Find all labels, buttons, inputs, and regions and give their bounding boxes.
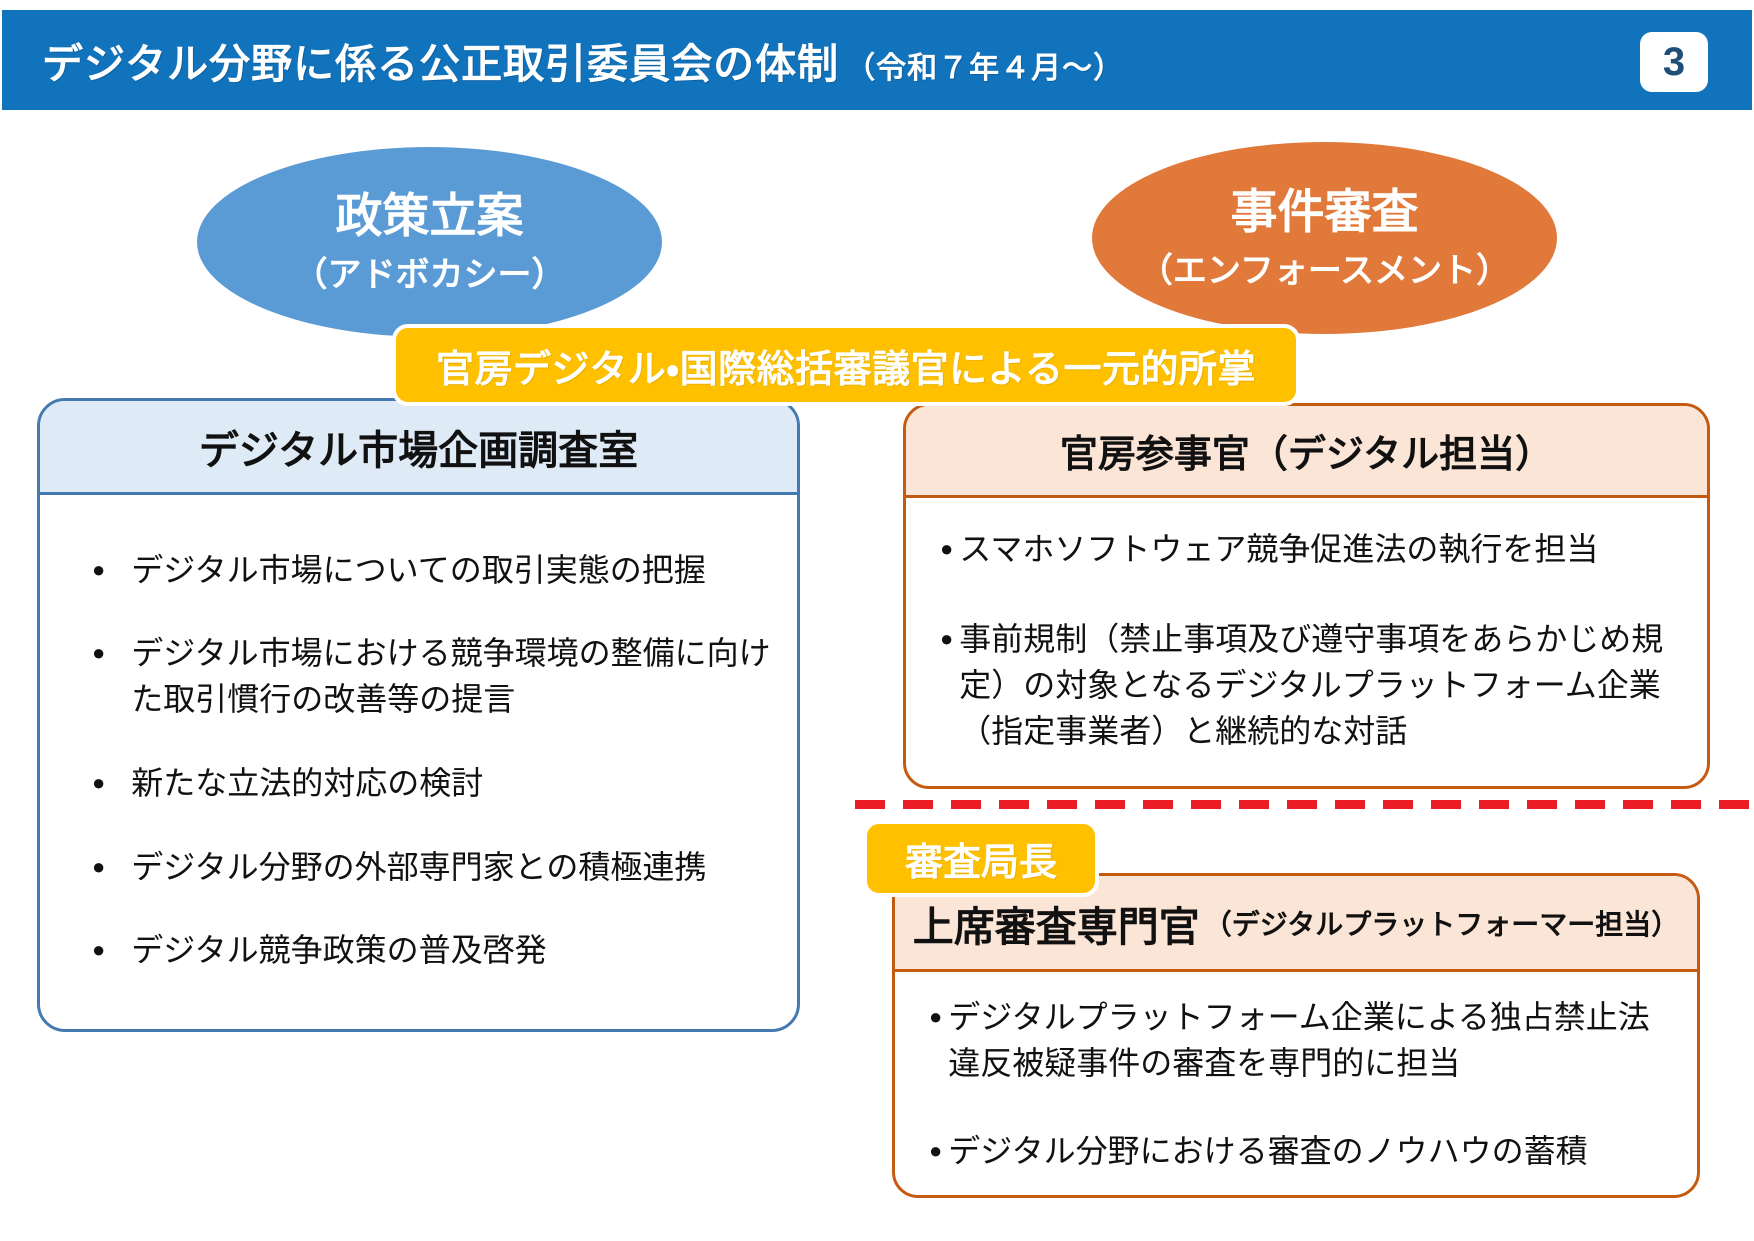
investigation-bureau-label: 審査局長	[863, 820, 1099, 897]
list-item-text: デジタル競争政策の普及啓発	[131, 932, 547, 969]
counsellor-box-title: 官房参事官（デジタル担当）	[906, 406, 1707, 498]
senior-investigator-box: 上席審査専門官 （デジタルプラットフォーマー担当） ● デジタルプラットフォーム…	[892, 873, 1700, 1198]
enforcement-ellipse-title: 事件審査	[1230, 184, 1419, 238]
list-item: ● デジタルプラットフォーム企業による独占禁止法違反被疑事件の審査を専門的に担当	[929, 994, 1677, 1086]
bullet-dot-icon: ●	[940, 626, 954, 651]
investigation-bureau-label-text: 審査局長	[904, 842, 1057, 884]
senior-investigator-box-title-sub: （デジタルプラットフォーマー担当）	[1203, 908, 1680, 940]
counsellor-box: 官房参事官（デジタル担当） ● スマホソフトウェア競争促進法の執行を担当 ● 事…	[903, 403, 1710, 789]
page-number-badge: 3	[1640, 32, 1708, 92]
bullet-dot-icon: ●	[940, 536, 954, 561]
bullet-dot-icon: ●	[92, 937, 106, 963]
list-item: ● スマホソフトウェア競争促進法の執行を担当	[940, 526, 1685, 572]
bullet-dot-icon: ●	[92, 556, 106, 582]
unified-jurisdiction-banner-label: 官房デジタル・国際総括審議官による一元的所掌	[435, 348, 1257, 391]
list-item-text: デジタル分野における審査のノウハウの蓄積	[948, 1133, 1588, 1169]
enforcement-ellipse-subtitle: （エンフォースメント）	[1138, 252, 1511, 291]
unified-jurisdiction-banner: 官房デジタル・国際総括審議官による一元的所掌	[392, 324, 1300, 406]
senior-investigator-box-body: ● デジタルプラットフォーム企業による独占禁止法違反被疑事件の審査を専門的に担当…	[895, 972, 1697, 1195]
planning-office-box-body: ● デジタル市場についての取引実態の把握 ● デジタル市場における競争環境の整備…	[40, 495, 797, 1029]
policy-ellipse: 政策立案 （アドボカシー）	[197, 147, 662, 337]
list-item-text: スマホソフトウェア競争促進法の執行を担当	[959, 531, 1599, 567]
list-item: ● 新たな立法的対応の検討	[92, 760, 771, 806]
list-item-text: デジタル市場における競争環境の整備に向けた取引慣行の改善等の提言	[131, 635, 771, 718]
list-item: ● デジタル分野の外部専門家との積極連携	[92, 844, 771, 890]
senior-investigator-box-title: 上席審査専門官	[912, 903, 1200, 950]
counsellor-box-body: ● スマホソフトウェア競争促進法の執行を担当 ● 事前規制（禁止事項及び遵守事項…	[906, 498, 1707, 786]
enforcement-ellipse: 事件審査 （エンフォースメント）	[1092, 142, 1557, 334]
list-item: ● デジタル競争政策の普及啓発	[92, 927, 771, 973]
red-dashed-divider	[855, 800, 1754, 809]
list-item: ● デジタル市場における競争環境の整備に向けた取引慣行の改善等の提言	[92, 630, 771, 722]
page-title-date-note: （令和７年４月～）	[845, 52, 1125, 85]
list-item: ● デジタル分野における審査のノウハウの蓄積	[929, 1128, 1677, 1174]
list-item-text: デジタルプラットフォーム企業による独占禁止法違反被疑事件の審査を専門的に担当	[948, 999, 1650, 1081]
page-number: 3	[1662, 39, 1686, 84]
list-item: ● デジタル市場についての取引実態の把握	[92, 547, 771, 593]
planning-office-box: デジタル市場企画調査室 ● デジタル市場についての取引実態の把握 ● デジタル市…	[37, 398, 800, 1032]
list-item-text: 新たな立法的対応の検討	[131, 764, 484, 801]
list-item-text: デジタル分野の外部専門家との積極連携	[131, 848, 707, 885]
list-item-text: デジタル市場についての取引実態の把握	[131, 551, 706, 588]
page-title: デジタル分野に係る公正取引委員会の体制 （令和７年４月～）	[42, 30, 1124, 90]
list-item: ● 事前規制（禁止事項及び遵守事項をあらかじめ規定）の対象となるデジタルプラット…	[940, 616, 1685, 754]
page-title-text: デジタル分野に係る公正取引委員会の体制	[42, 41, 840, 87]
list-item-text: 事前規制（禁止事項及び遵守事項をあらかじめ規定）の対象となるデジタルプラットフォ…	[959, 621, 1664, 749]
bullet-dot-icon: ●	[929, 1004, 943, 1029]
bullet-dot-icon: ●	[929, 1138, 943, 1163]
header-bar: デジタル分野に係る公正取引委員会の体制 （令和７年４月～） 3	[2, 10, 1752, 110]
policy-ellipse-title: 政策立案	[335, 188, 524, 242]
bullet-dot-icon: ●	[92, 769, 106, 795]
bullet-dot-icon: ●	[92, 640, 106, 666]
bullet-dot-icon: ●	[92, 853, 106, 879]
policy-ellipse-subtitle: （アドボカシー）	[293, 256, 566, 295]
planning-office-box-title: デジタル市場企画調査室	[40, 401, 797, 495]
senior-investigator-box-header: 上席審査専門官 （デジタルプラットフォーマー担当）	[895, 876, 1697, 972]
